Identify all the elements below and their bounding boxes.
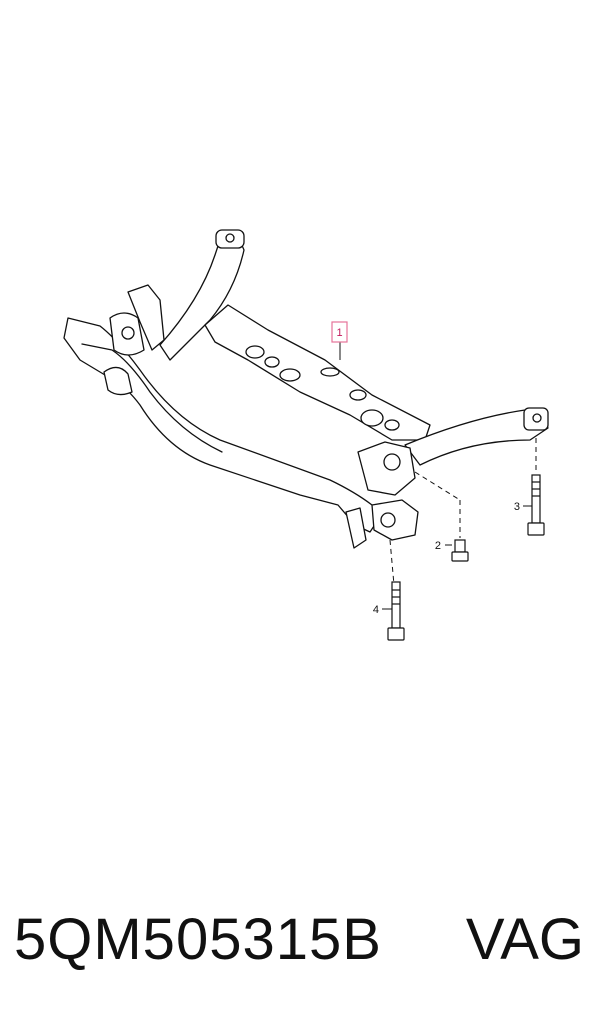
stud-bracket <box>345 507 367 549</box>
rear-cross-member <box>204 304 431 441</box>
callout-1-label: 1 <box>336 327 342 339</box>
subframe-diagram: 1 2 3 4 <box>63 229 549 641</box>
callout-3-label: 3 <box>514 501 520 513</box>
part-info: 5QM505315B VAG <box>0 895 600 985</box>
brand-name: VAG <box>465 907 584 972</box>
callout-1-box <box>331 321 348 343</box>
callout-2-label: 2 <box>435 540 441 552</box>
top-mount <box>215 229 245 249</box>
right-end-mount <box>523 407 549 431</box>
part-number: 5QM505315B <box>14 907 382 972</box>
bolt-3 <box>527 474 545 536</box>
bolt-4 <box>387 581 405 641</box>
callout-4-label: 4 <box>373 604 379 616</box>
left-mount <box>103 366 133 396</box>
bolt-2 <box>451 539 469 562</box>
left-bushing <box>109 312 145 356</box>
front-cross-beam <box>63 317 379 533</box>
